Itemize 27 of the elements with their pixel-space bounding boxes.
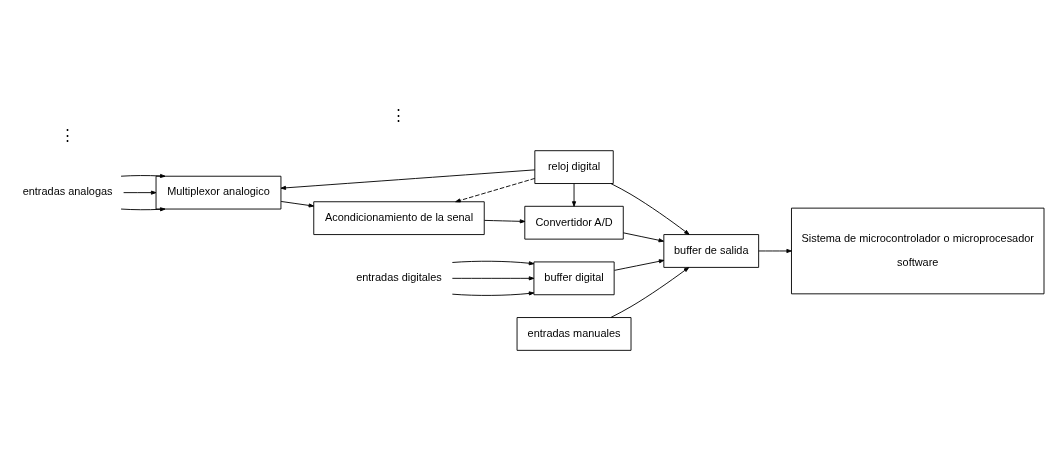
node-box: Convertidor A/D [524, 205, 624, 240]
node-box: buffer digital [533, 261, 615, 296]
arrow [455, 177, 536, 203]
arrow [614, 259, 665, 271]
arrow [623, 232, 664, 243]
arrow [120, 173, 166, 178]
arrow [572, 183, 577, 207]
node-box: buffer de salida [663, 234, 760, 268]
node-box: entradas manuales [516, 317, 632, 351]
node-box: Acondicionamiento de la senal [313, 201, 485, 236]
arrow [484, 219, 526, 224]
label: ⋮ [60, 127, 76, 144]
arrow [451, 291, 535, 296]
label: ⋮ [391, 106, 407, 123]
arrow [123, 190, 157, 195]
node-text: entradas digitales [356, 271, 442, 284]
arrow [280, 201, 315, 208]
arrow [280, 169, 536, 190]
node-text: entradas analogas [22, 185, 113, 198]
arrow [120, 207, 166, 212]
arrow [610, 183, 690, 235]
arrow [451, 276, 535, 281]
node-box: Sistema de microcontrolador o microprocesador software [791, 207, 1045, 295]
node-box: reloj digital [534, 150, 614, 184]
arrow [758, 248, 792, 254]
arrow [451, 260, 535, 266]
arrow [610, 267, 690, 318]
